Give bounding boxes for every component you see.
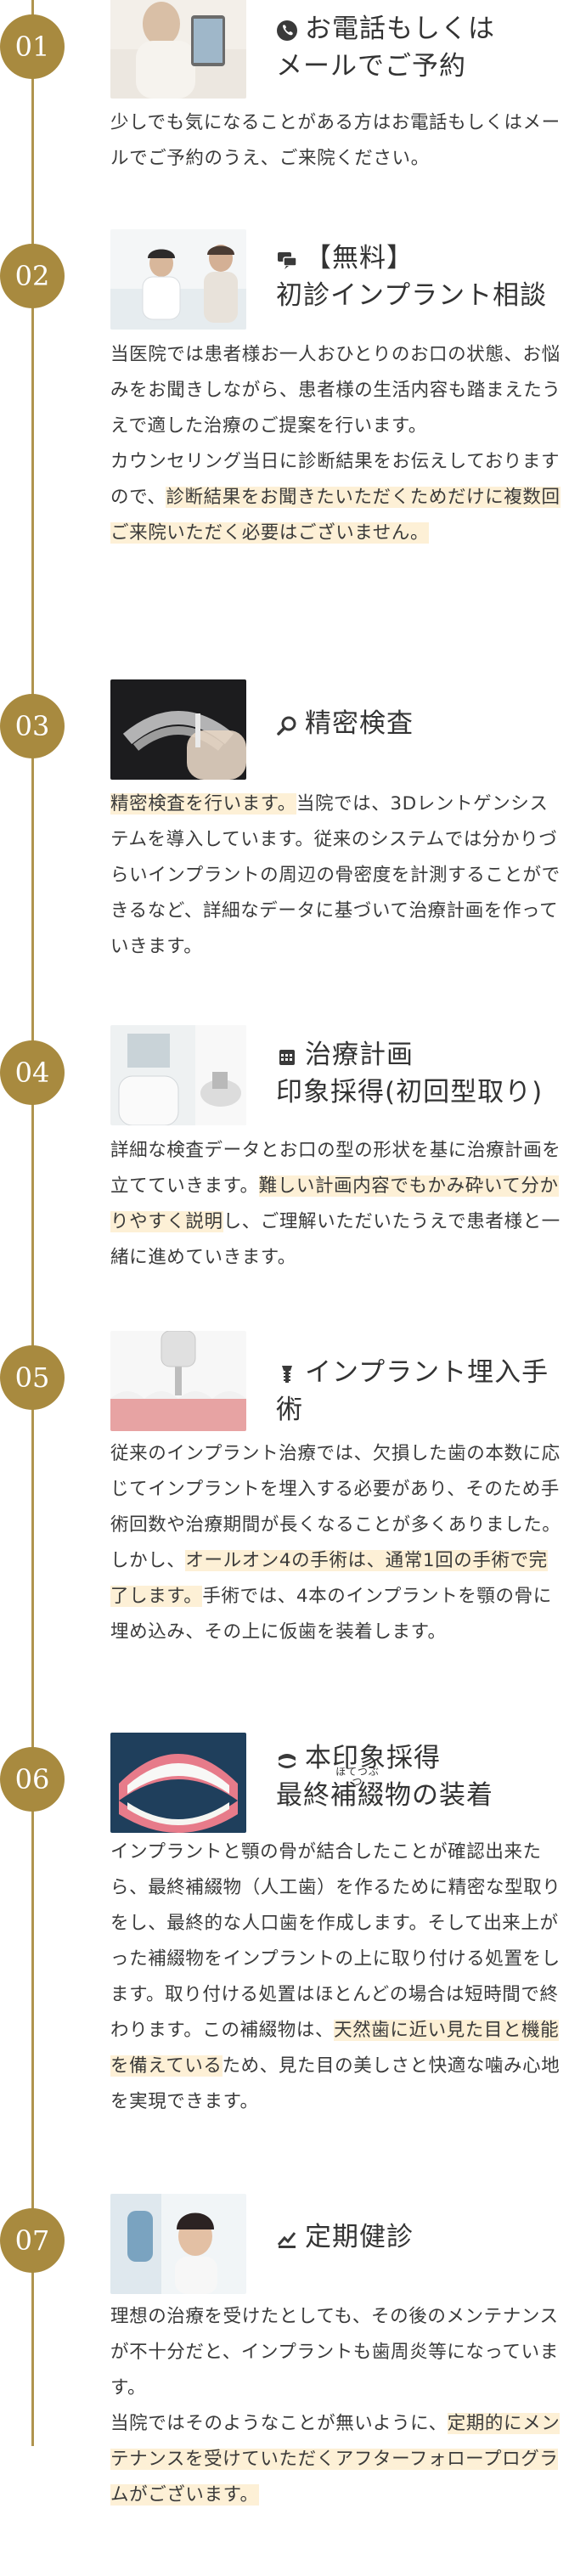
step-title-line: 最終ほてつぶつ補綴物の装着 xyxy=(276,1767,493,1814)
step-photo-consultation xyxy=(110,0,246,99)
step-text: 手術では、4本のインプラントを顎の骨に埋め込み、その上に仮歯を装着します。 xyxy=(110,1586,552,1643)
denture-icon xyxy=(276,1749,298,1771)
step-title: 精密検査 xyxy=(276,705,569,742)
ruby-hotetsu: ほてつぶつ補綴 xyxy=(330,1767,385,1814)
step-highlight-text: 精密検査を行います。 xyxy=(110,793,296,815)
step-number-badge: 01 xyxy=(0,14,65,79)
step-title: 本印象採得 最終ほてつぶつ補綴物の装着 xyxy=(276,1739,569,1814)
step-description: インプラントと顎の骨が結合したことが確認出来たら、最終補綴物（人工歯）を作るため… xyxy=(110,1835,565,2120)
step-photo-implant-surgery xyxy=(110,1331,246,1431)
step-title-line: 治療計画 xyxy=(305,1040,414,1070)
magnifier-icon xyxy=(276,714,298,736)
implant-icon xyxy=(276,1363,298,1385)
ruby-text: ほてつぶつ xyxy=(335,1766,380,1788)
step-number-badge: 04 xyxy=(0,1040,65,1105)
step-title-line: 本印象採得 xyxy=(305,1743,441,1773)
step-text: 詳細な検査データとお口の型の形状を基に治療計画を立てていきます。 xyxy=(110,1140,561,1197)
step-text: 従来のインプラント治療では、欠損した歯の本数に応じてインプラントを埋入する必要が… xyxy=(110,1443,561,1571)
timeline-line xyxy=(31,0,34,2446)
step-title: インプラント埋入手術 xyxy=(276,1354,569,1429)
step-description: 当医院では患者様お一人おひとりのお口の状態、お悩みをお聞きしながら、患者様の生活… xyxy=(110,337,565,551)
step-photo-dentures xyxy=(110,1733,246,1833)
step-number-badge: 03 xyxy=(0,694,65,758)
step-text: し、ご理解いただいたうえで患者様と一緒に進めていきます。 xyxy=(110,1211,561,1268)
phone-icon xyxy=(276,20,298,42)
ruby-base: 補綴 xyxy=(330,1780,385,1811)
step-description: 少しでも気になることがある方はお電話もしくはメールでご予約のうえ、ご来院ください… xyxy=(110,105,565,177)
step-text: 当医院では患者様お一人おひとりのお口の状態、お悩みをお聞きしながら、患者様の生活… xyxy=(110,344,561,437)
step-photo-checkup xyxy=(110,2194,246,2294)
chat-icon xyxy=(276,249,298,271)
step-text: インプラントと顎の骨が結合したことが確認出来たら、最終補綴物（人工歯）を作るため… xyxy=(110,1841,561,2041)
step-text: ため、見た目の美しさと快適な噛み心地を実現できます。 xyxy=(110,2055,561,2112)
checkup-icon xyxy=(276,2228,298,2250)
step-number-badge: 02 xyxy=(0,244,65,308)
step-description: 詳細な検査データとお口の型の形状を基に治療計画を立てていきます。難しい計画内容で… xyxy=(110,1133,565,1276)
step-photo-planning xyxy=(110,1025,246,1125)
step-description: 従来のインプラント治療では、欠損した歯の本数に応じてインプラントを埋入する必要が… xyxy=(110,1436,565,1650)
step-text: 少しでも気になることがある方はお電話もしくはメールでご予約のうえ、ご来院ください… xyxy=(110,112,561,169)
step-title-line: 定期健診 xyxy=(305,2222,414,2252)
step-title-line: 【無料】 xyxy=(305,243,414,273)
step-title: お電話もしくは メールでご予約 xyxy=(276,10,569,85)
step-description: 理想の治療を受けたとしても、その後のメンテナンスが不十分だと、インプラントも歯周… xyxy=(110,2299,565,2513)
step-photo-doctor xyxy=(110,229,246,330)
step-text: カウンセリング当日に診断結果をお伝えしておりますので、 xyxy=(110,451,561,508)
step-text: 理想の治療を受けたとしても、その後のメンテナンスが不十分だと、インプラントも歯周… xyxy=(110,2306,559,2398)
step-title-line: メールでご予約 xyxy=(276,51,466,82)
step-title-line: 印象採得(初回型取り) xyxy=(276,1077,544,1108)
step-title: 定期健診 xyxy=(276,2218,569,2256)
step-text: 当院では、3Dレントゲンシステムを導入しています。従来のシステムでは分かりづらい… xyxy=(110,793,561,957)
step-photo-xray xyxy=(110,679,246,780)
step-title-line: 精密検査 xyxy=(305,708,414,739)
calendar-icon xyxy=(276,1046,298,1068)
step-text: 当院ではそのようなことが無いように、 xyxy=(110,2413,448,2434)
step-description: 精密検査を行います。当院では、3Dレントゲンシステムを導入しています。従来のシス… xyxy=(110,786,565,965)
step-title: 【無料】 初診インプラント相談 xyxy=(276,240,569,314)
step-highlight-text: 診断結果をお聞きたいただくためだけに複数回ご来院いただく必要はございません。 xyxy=(110,487,561,544)
step-title-line: お電話もしくは xyxy=(305,14,495,44)
step-title-line: 初診インプラント相談 xyxy=(276,280,548,311)
step-title-line: インプラント埋入手術 xyxy=(276,1357,549,1425)
step-number-badge: 06 xyxy=(0,1747,65,1812)
step-number-badge: 05 xyxy=(0,1345,65,1410)
step-title: 治療計画 印象採得(初回型取り) xyxy=(276,1036,569,1111)
step-number-badge: 07 xyxy=(0,2208,65,2273)
